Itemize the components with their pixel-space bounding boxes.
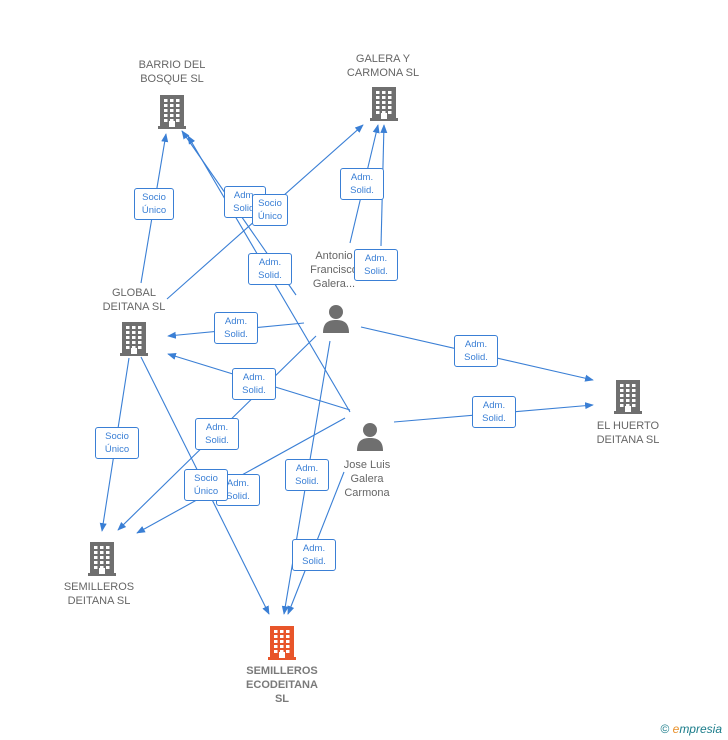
edge-label-line: Adm. — [224, 316, 248, 327]
edge-label-line: Socio — [142, 192, 166, 203]
edge-label-e8[interactable]: Adm. Solid. — [454, 335, 498, 367]
node-label-line: Galera — [350, 473, 384, 485]
edge-label-e5[interactable]: Adm. Solid. — [248, 253, 292, 285]
edge-label-e16[interactable]: Adm. Solid. — [292, 539, 336, 571]
node-label-line: DEITANA SL — [102, 301, 166, 313]
node-label-line: BOSQUE SL — [140, 73, 204, 85]
building-icon[interactable] — [611, 378, 645, 419]
edge-label-line: Solid. — [224, 329, 248, 340]
edge-label-line: Adm. — [350, 172, 374, 183]
edge-label-line: Solid. — [482, 413, 506, 424]
edge-label-e11[interactable]: Adm. Solid. — [195, 418, 239, 450]
building-icon[interactable] — [155, 93, 189, 134]
edge-label-line: Socio — [258, 198, 282, 209]
edge-label-line: Adm. — [364, 253, 388, 264]
edge-label-line: Solid. — [302, 556, 326, 567]
person-icon[interactable] — [355, 421, 385, 456]
edge-label-line: Adm. — [258, 257, 282, 268]
node-label-global[interactable]: GLOBAL DEITANA SL — [103, 286, 166, 314]
node-label-semilleros[interactable]: SEMILLEROS DEITANA SL — [64, 580, 134, 608]
brand-logo-first: e — [672, 722, 680, 736]
node-label-huerto[interactable]: EL HUERTO DEITANA SL — [597, 419, 660, 447]
edge-label-line: Adm. — [205, 422, 229, 433]
edge-label-line: Único — [193, 486, 219, 497]
edge-label-line: Adm. — [302, 543, 326, 554]
building-icon[interactable] — [85, 540, 119, 581]
edge-label-line: Adm. — [464, 339, 488, 350]
person-icon[interactable] — [321, 303, 351, 338]
node-label-line: GALERA Y — [355, 53, 411, 65]
building-icon[interactable] — [367, 85, 401, 126]
edge-label-e6[interactable]: Adm. Solid. — [354, 249, 398, 281]
node-label-line: DEITANA SL — [596, 434, 660, 446]
edge-label-line: Adm. — [233, 190, 257, 201]
node-label-line: ECODEITANA — [246, 679, 318, 691]
node-label-line: CARMONA SL — [346, 67, 420, 79]
edge-label-line: Solid. — [242, 385, 266, 396]
edge-label-e9[interactable]: Adm. Solid. — [232, 368, 276, 400]
copyright-notice: © empresia — [660, 722, 722, 736]
edge-label-line: Socio — [194, 473, 218, 484]
edge-label-line: Solid. — [226, 491, 250, 502]
edge-label-e4[interactable]: Adm. Solid. — [340, 168, 384, 200]
node-label-line: Carmona — [344, 487, 390, 499]
edge-label-line: Solid. — [464, 352, 488, 363]
edge-label-line: Solid. — [233, 203, 257, 214]
node-label-line: SEMILLEROS — [63, 581, 135, 593]
node-label-line: DEITANA SL — [67, 595, 131, 607]
edge-label-line: Solid. — [350, 185, 374, 196]
edge-label-e14[interactable]: Adm. Solid. — [285, 459, 329, 491]
node-label-line: Francisco — [310, 264, 358, 276]
node-label-galera[interactable]: GALERA Y CARMONA SL — [347, 52, 419, 80]
edge-label-line: Solid. — [364, 266, 388, 277]
node-label-line: SEMILLEROS — [246, 665, 318, 677]
edge-label-line: Solid. — [258, 270, 282, 281]
edge-label-line: Único — [104, 444, 130, 455]
node-label-ecodeitana[interactable]: SEMILLEROS ECODEITANA SL — [246, 664, 318, 706]
copyright-symbol: © — [660, 722, 670, 736]
node-label-line: GLOBAL — [111, 287, 157, 299]
node-label-line: EL HUERTO — [596, 420, 660, 432]
node-label-line: Jose Luis — [343, 459, 391, 471]
building-icon[interactable] — [265, 624, 299, 665]
node-label-line: BARRIO DEL — [138, 59, 206, 71]
edge-label-line: Adm. — [242, 372, 266, 383]
edge-label-line: Único — [141, 205, 167, 216]
edge-label-line: Socio — [105, 431, 129, 442]
edge-label-line: Adm. — [482, 400, 506, 411]
node-label-line: Galera... — [312, 278, 356, 290]
building-icon[interactable] — [117, 320, 151, 361]
edge-label-line: Adm. — [295, 463, 319, 474]
edge-label-line: Solid. — [205, 435, 229, 446]
node-label-line: Antonio — [315, 250, 353, 262]
edge-label-line: Solid. — [295, 476, 319, 487]
brand-logo-rest: mpresia — [679, 722, 722, 736]
edge-label-line: Adm. — [226, 478, 250, 489]
edge-label-line: Único — [257, 211, 283, 222]
edge-label-e10[interactable]: Adm. Solid. — [472, 396, 516, 428]
node-label-barrio[interactable]: BARRIO DEL BOSQUE SL — [139, 58, 206, 86]
node-label-line: SL — [274, 693, 290, 705]
edge-label-e7[interactable]: Adm. Solid. — [214, 312, 258, 344]
